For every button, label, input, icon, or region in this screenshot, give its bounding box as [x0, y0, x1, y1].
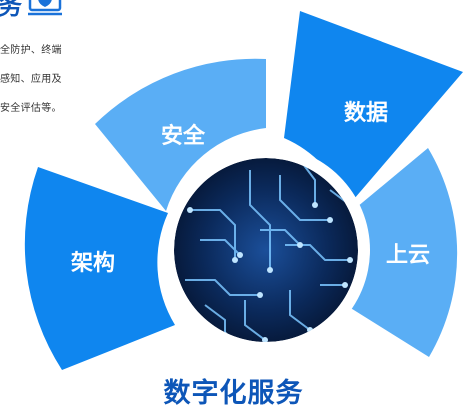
footer-title: 数字化服务 — [163, 378, 304, 409]
description-line-1: 全防护、终端 — [0, 45, 62, 56]
segment-architecture[interactable] — [24, 167, 175, 370]
description-line-3: 安全评估等。 — [0, 103, 62, 114]
shield-icon — [28, 0, 62, 16]
segment-security[interactable] — [95, 58, 266, 211]
segment-label-cloud: 上云 — [386, 243, 430, 268]
segment-label-data: 数据 — [344, 100, 388, 126]
segment-label-security: 安全 — [161, 123, 206, 149]
segment-cloud[interactable] — [341, 148, 458, 357]
segment-data[interactable] — [284, 11, 463, 206]
segment-label-architecture: 架构 — [71, 250, 115, 276]
circuit-board-image — [174, 158, 358, 342]
description-line-2: 感知、应用及 — [0, 74, 62, 85]
header-title-fragment: 务 — [0, 0, 22, 20]
